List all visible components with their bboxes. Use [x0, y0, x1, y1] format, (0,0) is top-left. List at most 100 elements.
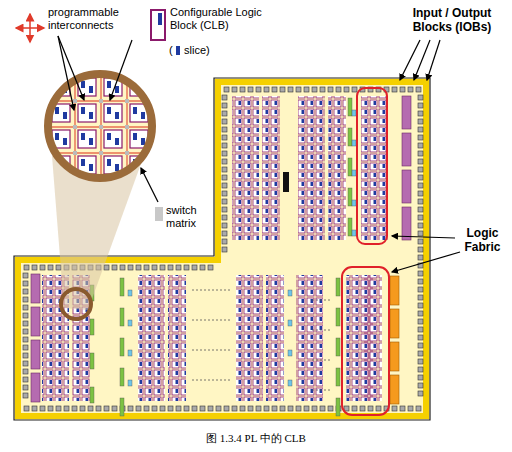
- iob: [23, 377, 28, 382]
- iob: [128, 265, 133, 270]
- iob: [222, 135, 227, 140]
- iob: [400, 406, 405, 411]
- io-bank: [402, 96, 411, 129]
- clb: [78, 130, 96, 148]
- slice: [55, 107, 59, 114]
- clb: [156, 130, 174, 148]
- clb: [78, 104, 96, 122]
- slice: [89, 86, 93, 93]
- interconnect-icon: [30, 27, 44, 29]
- iob: [352, 406, 357, 411]
- iob: [344, 87, 349, 92]
- switch-matrix: [125, 151, 129, 155]
- leader: [414, 40, 430, 80]
- interconnect-icon: [29, 14, 31, 28]
- iob: [296, 87, 301, 92]
- hard-block: [90, 319, 94, 335]
- callout-text: Input / Output Blocks (IOBs): [394, 6, 510, 34]
- slice: [63, 138, 67, 145]
- clb-icon: [151, 10, 165, 40]
- iob: [80, 406, 85, 411]
- iob: [376, 406, 381, 411]
- slice: [81, 81, 85, 88]
- dashed-line: [192, 380, 230, 381]
- hard-block: [348, 158, 352, 176]
- iob: [222, 183, 227, 188]
- clb-column: [328, 96, 346, 240]
- clb: [104, 104, 122, 122]
- hard-block: [90, 387, 94, 403]
- iob: [418, 207, 423, 212]
- iob: [168, 265, 173, 270]
- iob: [104, 265, 109, 270]
- iob: [56, 265, 61, 270]
- iob: [23, 337, 28, 342]
- hard-block: [288, 380, 292, 386]
- slice: [115, 86, 119, 93]
- iob: [160, 265, 165, 270]
- slice: [55, 81, 59, 88]
- hard-block: [90, 353, 94, 369]
- hard-block: [288, 350, 292, 356]
- io-bank: [402, 133, 411, 166]
- iob: [418, 143, 423, 148]
- hard-block: [348, 98, 352, 116]
- iob: [192, 406, 197, 411]
- callout-text: programmable interconnects: [48, 6, 140, 32]
- iob: [418, 191, 423, 196]
- zoom-spot: [61, 289, 91, 319]
- switch-matrix: [73, 99, 77, 103]
- dashed-line: [312, 300, 332, 301]
- iob: [418, 343, 423, 348]
- clb: [156, 104, 174, 122]
- iob: [222, 127, 227, 132]
- iob: [418, 303, 423, 308]
- hard-block: [348, 218, 352, 236]
- clb-column: [361, 96, 388, 240]
- hard-block: [336, 398, 340, 416]
- hard-block: [348, 188, 352, 206]
- iob: [418, 223, 423, 228]
- iob: [272, 406, 277, 411]
- clb-column: [138, 275, 165, 401]
- iob: [56, 406, 61, 411]
- iob: [368, 406, 373, 411]
- slice: [81, 133, 85, 140]
- iob: [418, 95, 423, 100]
- clb: [156, 156, 174, 174]
- iob: [64, 406, 69, 411]
- iob: [418, 367, 423, 372]
- io-bank: [31, 340, 40, 369]
- iob: [352, 87, 357, 92]
- iob: [418, 183, 423, 188]
- iob: [418, 151, 423, 156]
- iob: [418, 119, 423, 124]
- iob: [224, 87, 229, 92]
- io-bank: [390, 342, 399, 371]
- iob: [344, 406, 349, 411]
- iob: [418, 335, 423, 340]
- legend-text: (: [169, 44, 179, 57]
- hard-block: [336, 278, 340, 296]
- iob: [418, 127, 423, 132]
- switch-matrix: [151, 151, 155, 155]
- iob: [232, 87, 237, 92]
- switch-matrix: [99, 99, 103, 103]
- iob: [48, 406, 53, 411]
- iob: [208, 406, 213, 411]
- slice: [115, 112, 119, 119]
- iob: [40, 265, 45, 270]
- iob: [272, 87, 277, 92]
- clb-column: [232, 96, 259, 240]
- callout-text: Configurable Logic Block (CLB): [170, 6, 282, 32]
- iob: [200, 406, 205, 411]
- iob: [256, 406, 261, 411]
- switch-matrix: [73, 151, 77, 155]
- legend-text: slice): [184, 44, 224, 57]
- dashed-line: [192, 290, 230, 291]
- leader: [427, 40, 440, 80]
- iob: [23, 273, 28, 278]
- slice: [115, 164, 119, 171]
- iob: [312, 406, 317, 411]
- leader: [110, 40, 132, 100]
